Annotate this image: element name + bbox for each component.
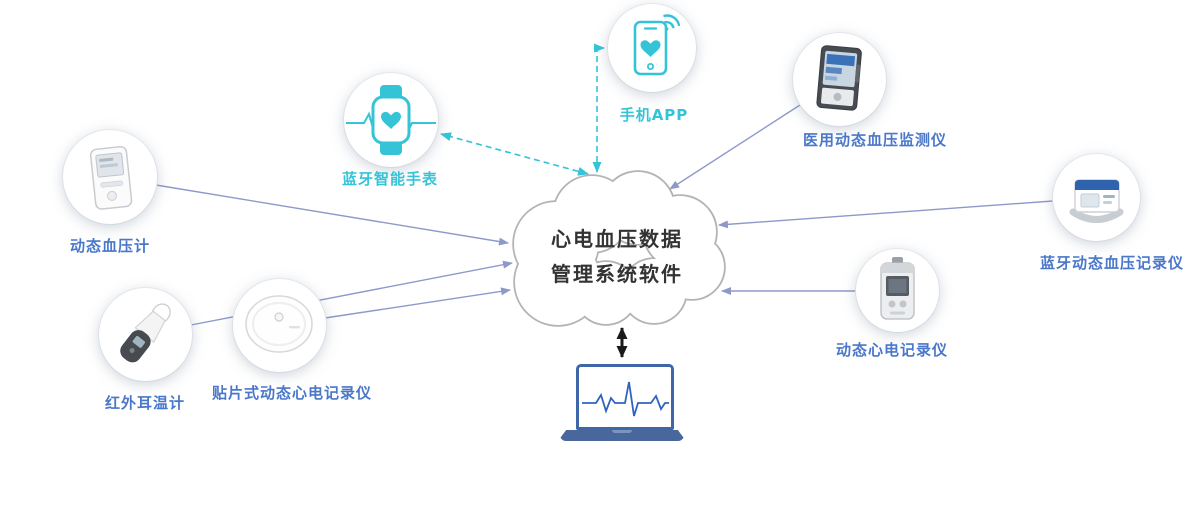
ear-node: [99, 288, 192, 381]
ambulatory-bp-recorder-photo: [1069, 179, 1124, 223]
blood-pressure-monitor-photo: [89, 146, 133, 210]
cloud-system-title: 心电血压数据 管理系统软件: [527, 222, 707, 292]
connector-monitor-to-cloud: [669, 104, 801, 190]
bp-right-node: [1053, 154, 1140, 241]
ear-label: 红外耳温计: [104, 394, 185, 412]
monitor-node: [793, 33, 886, 126]
laptop-ecg-software-icon: [576, 364, 674, 430]
cloud-shape: [512, 170, 726, 327]
ecg-waveform: [582, 381, 669, 417]
connector-cloud-to-watch: [440, 132, 589, 176]
connector-bp-right-to-cloud: [718, 200, 1054, 229]
phone-node: [608, 4, 696, 92]
connector-bp-left-to-cloud: [155, 184, 509, 246]
connector-patch-to-cloud: [324, 287, 511, 319]
holter-node: [856, 249, 939, 332]
watch-label: 蓝牙智能手表: [341, 170, 438, 188]
patch-node: [233, 279, 326, 372]
smartwatch-ecg-heart-icon: [346, 85, 436, 155]
monitor-label: 医用动态血压监测仪: [802, 131, 947, 149]
laptop-base: [560, 430, 684, 441]
cloud-title-line1: 心电血压数据: [551, 227, 683, 251]
phone-label: 手机APP: [619, 106, 689, 124]
vital-signs-monitor-photo: [816, 45, 862, 111]
watch-node: [344, 73, 438, 167]
bp-left-node: [63, 130, 157, 224]
laptop-base-notch: [612, 430, 632, 433]
patch-ecg-recorder-photo: [245, 295, 313, 353]
patch-label: 贴片式动态心电记录仪: [211, 384, 372, 402]
bp-left-label: 动态血压计: [69, 237, 150, 255]
cloud-title-line2: 管理系统软件: [551, 262, 683, 286]
connector-cloud-to-phone: [592, 43, 605, 173]
smartphone-heart-wifi-icon: [633, 14, 681, 76]
holter-label: 动态心电记录仪: [835, 341, 948, 359]
holter-ecg-recorder-photo: [880, 257, 915, 320]
bp-right-label: 蓝牙动态血压记录仪: [1039, 254, 1184, 272]
ear-thermometer-photo: [120, 303, 171, 363]
